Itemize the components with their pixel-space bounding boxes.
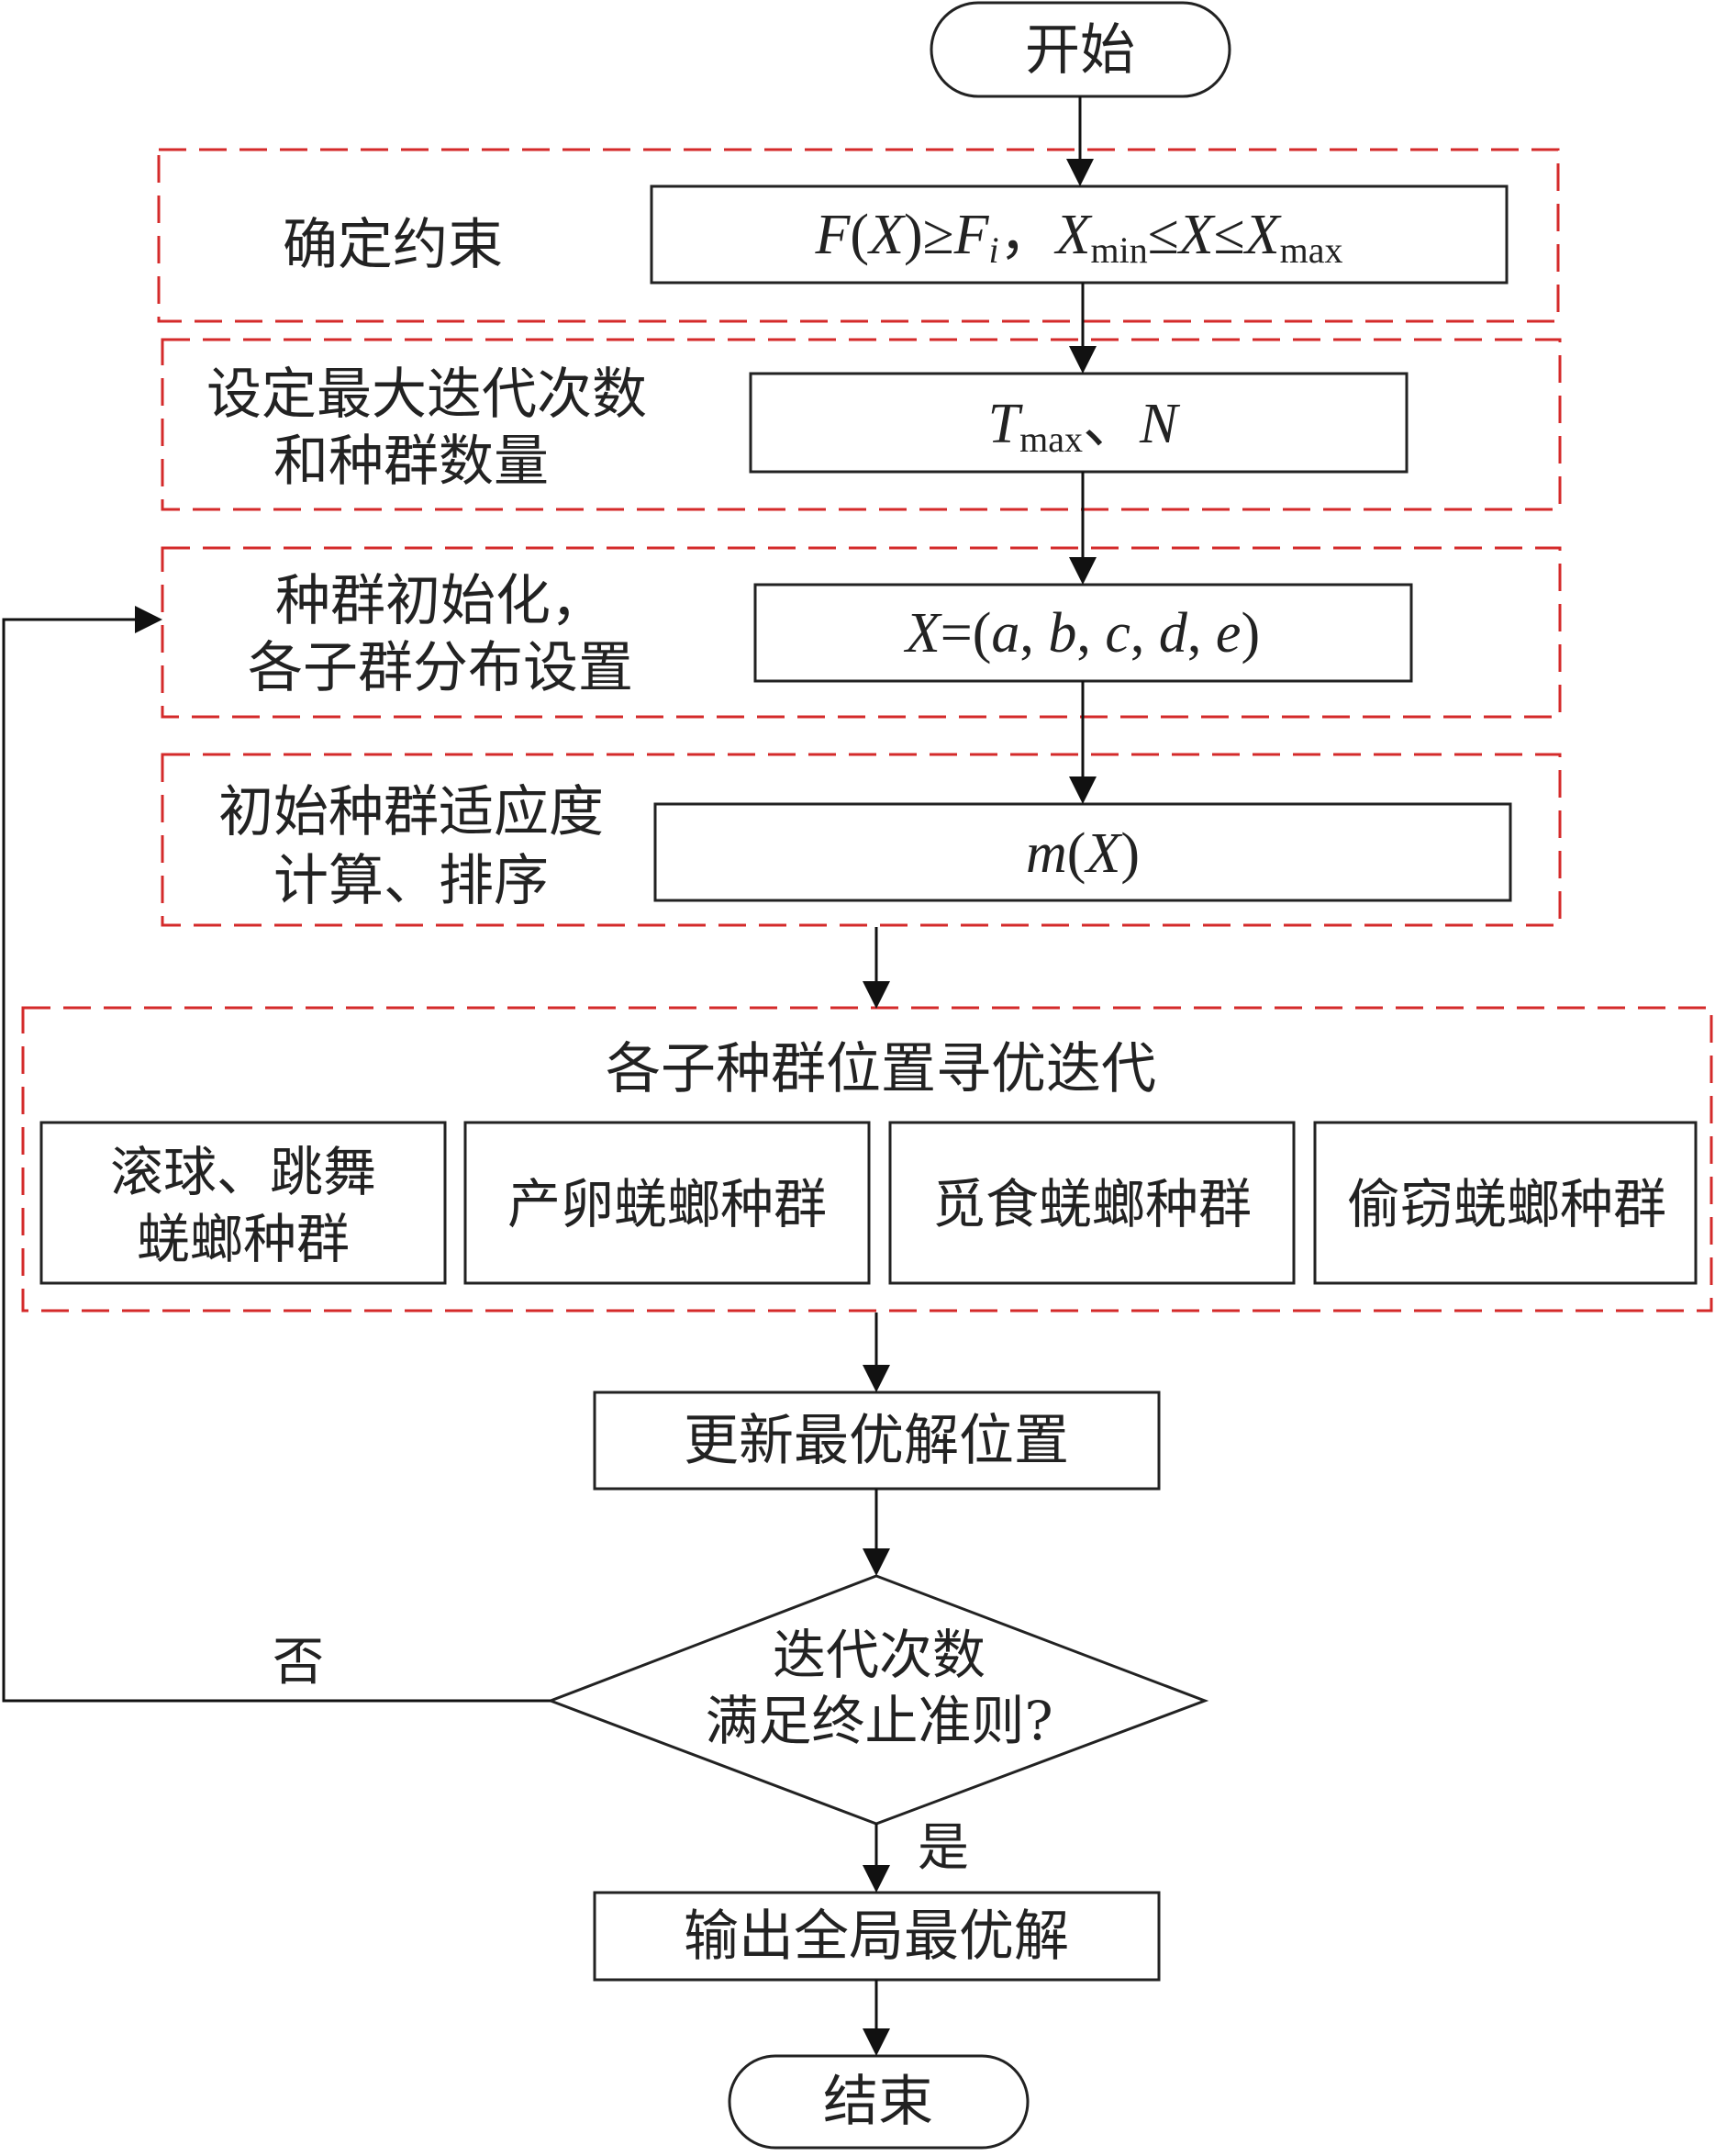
iteration-setting-label-1: 设定最大迭代次数 bbox=[206, 363, 647, 427]
iteration-setting-formula: Tmax、N bbox=[988, 389, 1181, 460]
update-label: 更新最优解位置 bbox=[684, 1409, 1069, 1473]
decision-label-1: 迭代次数 bbox=[773, 1624, 986, 1686]
optimization-group bbox=[21, 1006, 1713, 1313]
iteration-setting-group bbox=[161, 338, 1562, 511]
subgroup-breeding: 产卵蜣螂种群 bbox=[463, 1121, 871, 1285]
subgroup-foraging: 觅食蜣螂种群 bbox=[888, 1121, 1296, 1285]
iteration-setting-box: Tmax、N bbox=[749, 372, 1409, 474]
iteration-setting-label-2: 和种群数量 bbox=[273, 430, 549, 494]
subgroup-rolling-label-1: 滚球、跳舞 bbox=[110, 1141, 376, 1203]
fitness-box: m(X) bbox=[653, 802, 1512, 902]
output-label: 输出全局最优解 bbox=[684, 1905, 1069, 1969]
decision-label-2: 满足终止准则? bbox=[705, 1690, 1052, 1752]
start-node: 开始 bbox=[930, 1, 1231, 98]
fitness-label-2: 计算、排序 bbox=[273, 849, 549, 913]
termination-decision: 迭代次数 满足终止准则? bbox=[546, 1574, 1209, 1826]
fitness-formula: m(X) bbox=[1026, 822, 1140, 885]
yes-label: 是 bbox=[918, 1818, 969, 1878]
subgroup-rolling-label-2: 蜣螂种群 bbox=[137, 1208, 350, 1270]
init-formula: X=(a, b, c, d, e) bbox=[903, 602, 1260, 665]
init-label-2: 各子群分布设置 bbox=[248, 636, 633, 700]
no-label: 否 bbox=[273, 1633, 324, 1692]
init-box: X=(a, b, c, d, e) bbox=[753, 583, 1413, 683]
fitness-group bbox=[161, 753, 1562, 927]
fitness-label-1: 初始种群适应度 bbox=[218, 780, 604, 844]
subgroup-breeding-label: 产卵蜣螂种群 bbox=[507, 1173, 827, 1235]
constraint-group bbox=[157, 148, 1560, 323]
constraint-label: 确定约束 bbox=[283, 213, 503, 277]
constraint-formula: F(X)≥Fi，Xmin≤X≤Xmax bbox=[815, 204, 1343, 271]
init-label-1: 种群初始化， bbox=[275, 569, 606, 633]
update-box: 更新最优解位置 bbox=[593, 1391, 1161, 1491]
constraint-box: F(X)≥Fi，Xmin≤X≤Xmax bbox=[650, 184, 1509, 285]
arrow-decision-no-loop bbox=[2, 606, 551, 1703]
subgroup-foraging-label: 觅食蜣螂种群 bbox=[932, 1173, 1252, 1235]
subgroup-stealing: 偷窃蜣螂种群 bbox=[1313, 1121, 1698, 1285]
end-label: 结束 bbox=[823, 2070, 933, 2134]
optimization-title: 各子种群位置寻优迭代 bbox=[606, 1037, 1156, 1101]
init-group bbox=[161, 546, 1562, 719]
start-label: 开始 bbox=[1025, 18, 1135, 83]
subgroup-rolling-dancing: 滚球、跳舞 蜣螂种群 bbox=[39, 1121, 447, 1285]
subgroup-stealing-label: 偷窃蜣螂种群 bbox=[1347, 1173, 1666, 1235]
output-box: 输出全局最优解 bbox=[593, 1891, 1161, 1982]
end-node: 结束 bbox=[728, 2054, 1030, 2150]
